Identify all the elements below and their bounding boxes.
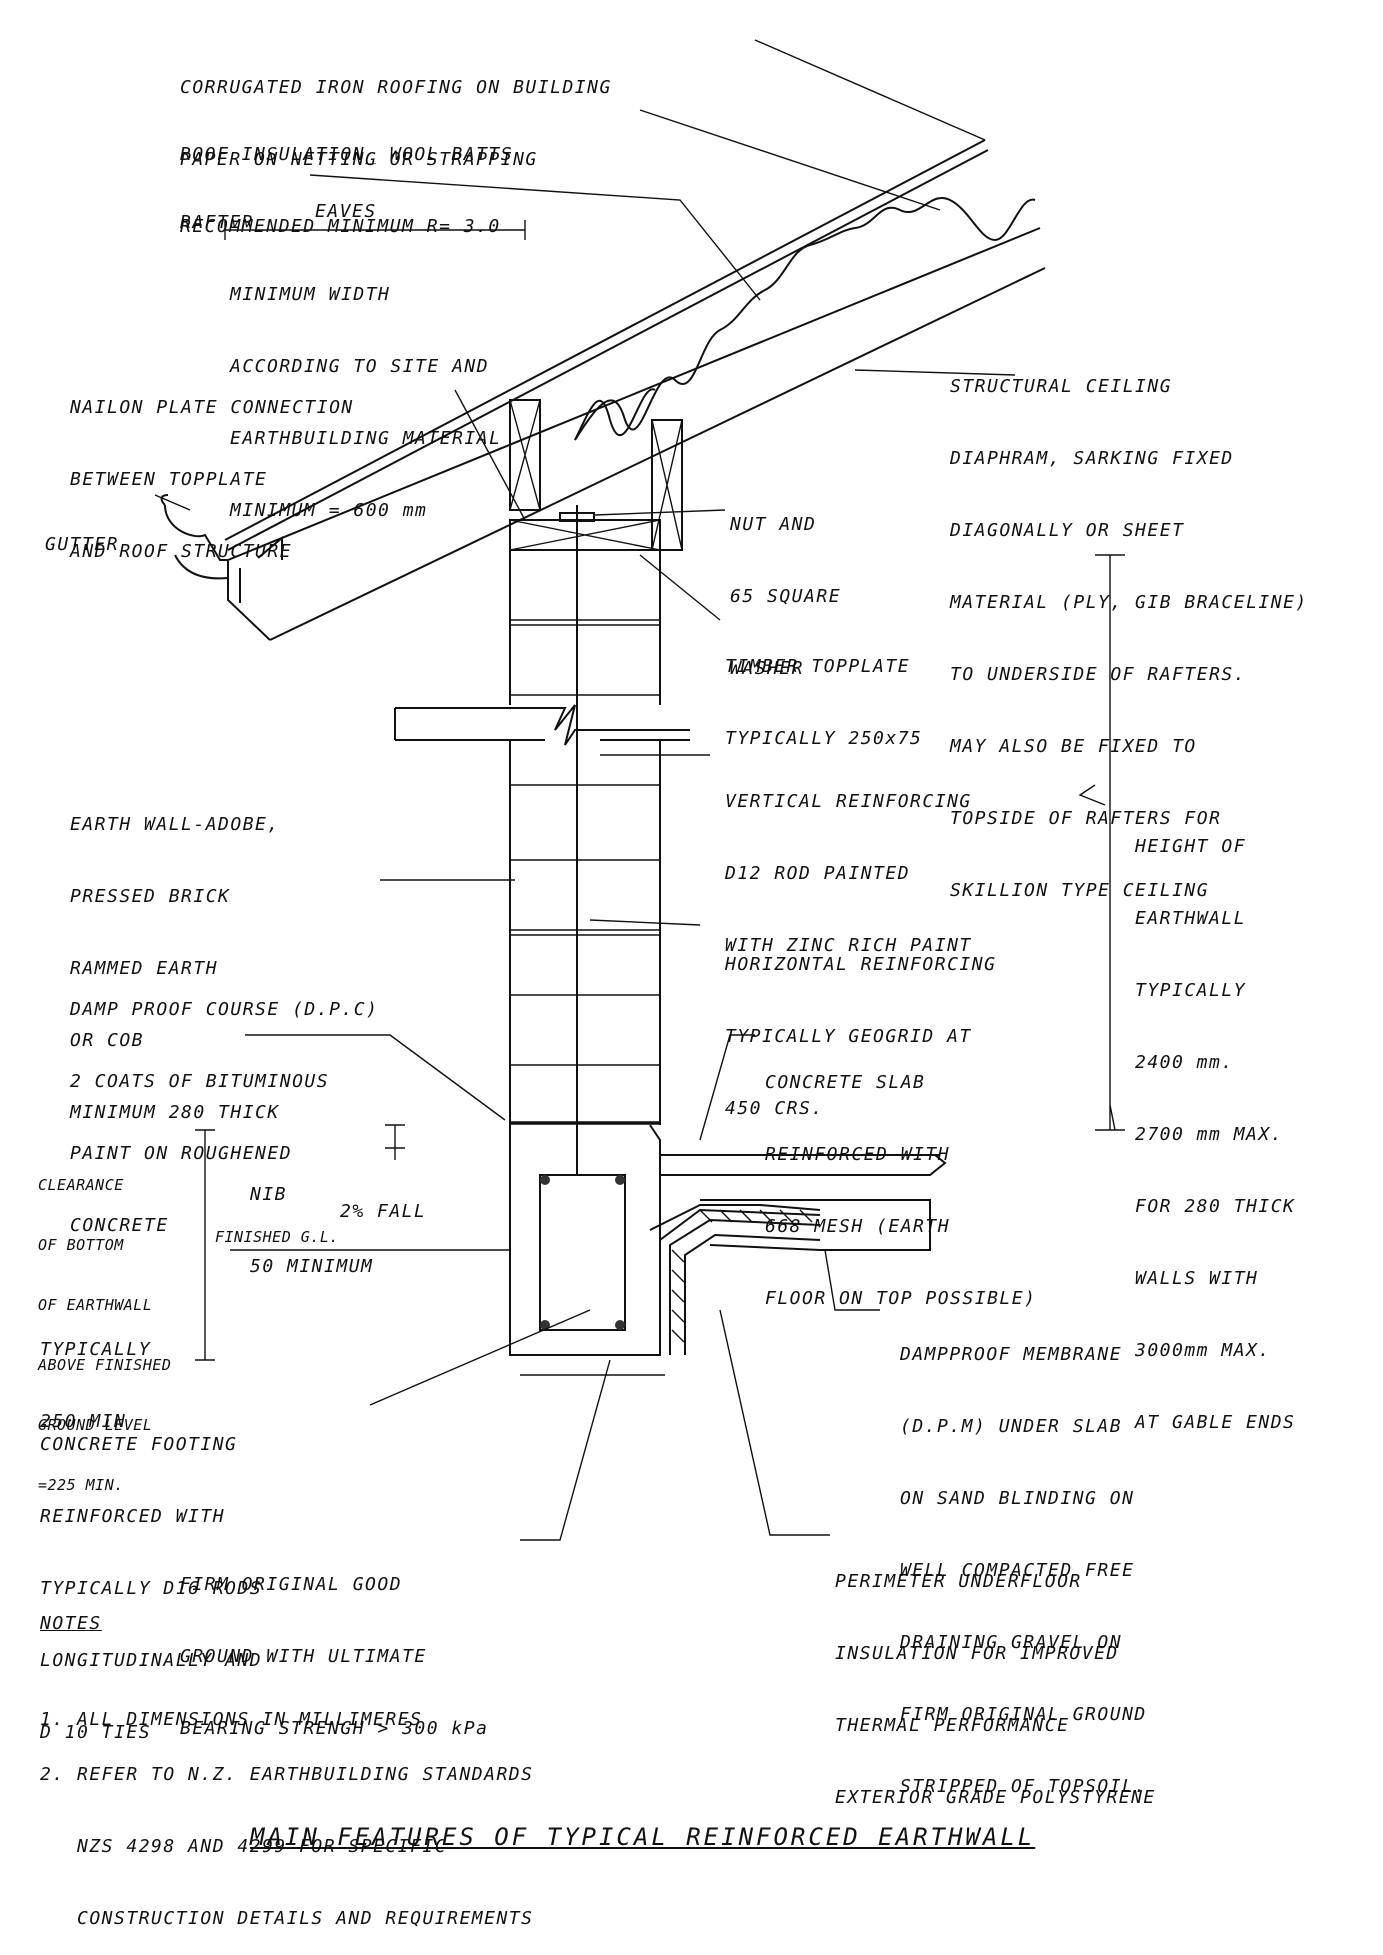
earth-wall [394, 550, 690, 1125]
rafter-bottom [269, 267, 1046, 641]
finished-gl-label: FINISHED G.L. [215, 1228, 339, 1246]
nailon-label: NAILON PLATE CONNECTION BETWEEN TOPPLATE… [70, 397, 354, 562]
foundation [230, 1124, 947, 1376]
horizontal-reinforcing-label: HORIZONTAL REINFORCING TYPICALLY GEOGRID… [725, 954, 997, 1119]
earth-wall-label: EARTH WALL-ADOBE, PRESSED BRICK RAMMED E… [70, 814, 280, 1123]
nib-label: NIB 50 MINIMUM [250, 1184, 374, 1277]
notes-title: NOTES [40, 1613, 102, 1634]
note-1: 1. ALL DIMENSIONS IN MILLIMERES [40, 1709, 423, 1730]
eaves-title: EAVES [315, 201, 377, 222]
roofing-label: CORRUGATED IRON ROOFING ON BUILDING PAPE… [180, 77, 612, 170]
wall-section-drawing [154, 39, 1125, 1541]
gutter-label: GUTTER [45, 534, 120, 555]
roof-sheet-bottom [227, 149, 989, 551]
nut-label: NUT AND 65 SQUARE WASHER [730, 514, 842, 679]
vertical-reinforcing-label: VERTICAL REINFORCING D12 ROD PAINTED WIT… [725, 791, 972, 956]
leader-lines [154, 39, 1116, 1541]
insulation-wave [574, 388, 656, 441]
rafter-top [227, 227, 1041, 561]
topplate-label: TIMBER TOPPLATE TYPICALLY 250x75 [725, 656, 923, 749]
dpm-label: DAMPPROOF MEMBRANE (D.P.M) UNDER SLAB ON… [900, 1344, 1147, 1797]
ground-label: FIRM ORIGINAL GOOD GROUND WITH ULTIMATE … [180, 1574, 489, 1739]
typically-label: TYPICALLY 250 MIN [40, 1339, 152, 1432]
roof-sheet-top [224, 139, 986, 541]
roof-truss-web [257, 535, 283, 560]
dpc-label: DAMP PROOF COURSE (D.P.C) 2 COATS OF BIT… [70, 999, 379, 1236]
drawing-title: MAIN FEATURES OF TYPICAL REINFORCED EART… [250, 1823, 1036, 1851]
rafter-label: RAFTER [180, 212, 255, 233]
rafter-end [227, 560, 271, 641]
ceiling-label: STRUCTURAL CEILING DIAPHRAM, SARKING FIX… [950, 376, 1308, 901]
insulation-label: ROOF INSULATION_ WOOL BATTS RECOMMENDED … [180, 144, 514, 237]
topplate-area [509, 399, 683, 1175]
footing-label: CONCRETE FOOTING REINFORCED WITH TYPICAL… [40, 1434, 263, 1743]
perimeter-label: PERIMETER UNDERFLOOR INSULATION FOR IMPR… [835, 1571, 1156, 1808]
height-label: HEIGHT OF EARTHWALL TYPICALLY 2400 mm. 2… [1135, 836, 1296, 1433]
roof-assembly [224, 139, 1046, 641]
slab-label: CONCRETE SLAB REINFORCED WITH 668 MESH (… [765, 1072, 1037, 1309]
eaves-label: MINIMUM WIDTH ACCORDING TO SITE AND EART… [230, 284, 502, 521]
corrugation [574, 197, 1036, 441]
dimension-lines [195, 220, 1125, 1361]
clearance-label: CLEARANCE OF BOTTOM OF EARTHWALL ABOVE F… [38, 1176, 172, 1494]
fall-label: 2% FALL [340, 1201, 427, 1222]
